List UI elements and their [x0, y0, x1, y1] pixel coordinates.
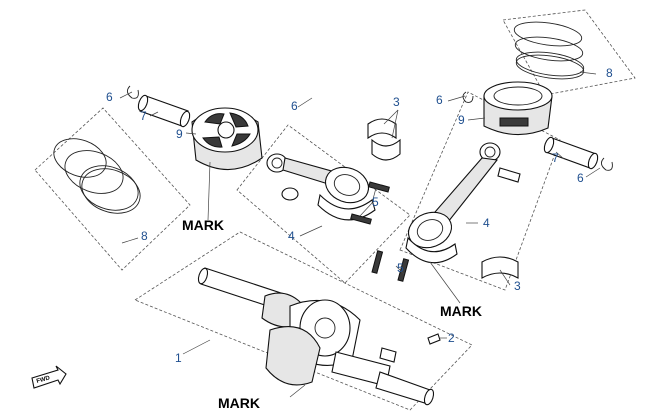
- rings-right-group-box: [502, 9, 636, 96]
- piston-rings-left: [53, 138, 141, 214]
- clip-mid: [462, 91, 474, 103]
- callout-3-top: 3: [393, 95, 400, 109]
- piston-rings-right: [513, 21, 585, 80]
- callout-9-right: 9: [458, 113, 465, 127]
- callout-8-right: 8: [606, 66, 613, 80]
- rod-bolts-left: [350, 181, 390, 225]
- connecting-rod-right: [405, 142, 521, 264]
- clip-left: [127, 85, 139, 99]
- crankshaft: [197, 267, 435, 406]
- callout-5-top: 5: [372, 195, 379, 209]
- piston-right: [483, 81, 553, 136]
- wrist-pin-left: [137, 94, 191, 128]
- bearing-shells-right: [481, 256, 519, 279]
- wrist-pin-right: [543, 136, 599, 170]
- callout-6-right-top: 6: [436, 93, 443, 107]
- crank-sleeve: [379, 347, 397, 363]
- bearing-shells-top: [367, 118, 401, 161]
- mark-label-rod: MARK: [440, 303, 482, 319]
- fwd-arrow-icon: [31, 365, 67, 389]
- callout-9-left: 9: [176, 127, 183, 141]
- clip-right: [601, 157, 613, 171]
- callout-4-right: 4: [483, 216, 490, 230]
- callout-2: 2: [448, 331, 455, 345]
- leader-lines: [119, 71, 601, 398]
- callout-4-left: 4: [288, 229, 295, 243]
- woodruff-key: [427, 333, 441, 345]
- callout-5-bottom: 5: [397, 261, 404, 275]
- rod-right-group-box: [399, 91, 561, 291]
- rings-left-group-box: [34, 107, 191, 271]
- mark-label-piston: MARK: [182, 217, 224, 233]
- mark-label-crank: MARK: [218, 395, 260, 411]
- callout-6-left: 6: [106, 90, 113, 104]
- callout-8-left: 8: [141, 229, 148, 243]
- callout-6-right-bottom: 6: [577, 171, 584, 185]
- callout-6-mid: 6: [291, 99, 298, 113]
- callout-3-bottom: 3: [514, 279, 521, 293]
- fwd-label: FWD: [36, 375, 51, 385]
- callout-7-right: 7: [552, 151, 559, 165]
- rod-left-group-box: [236, 124, 411, 284]
- connecting-rod-left: [266, 153, 376, 221]
- callout-1: 1: [175, 351, 182, 365]
- callout-7-left: 7: [140, 109, 147, 123]
- piston-left: [191, 107, 263, 171]
- crankshaft-group-box: [134, 231, 473, 411]
- rod-bolts-right: [371, 250, 410, 282]
